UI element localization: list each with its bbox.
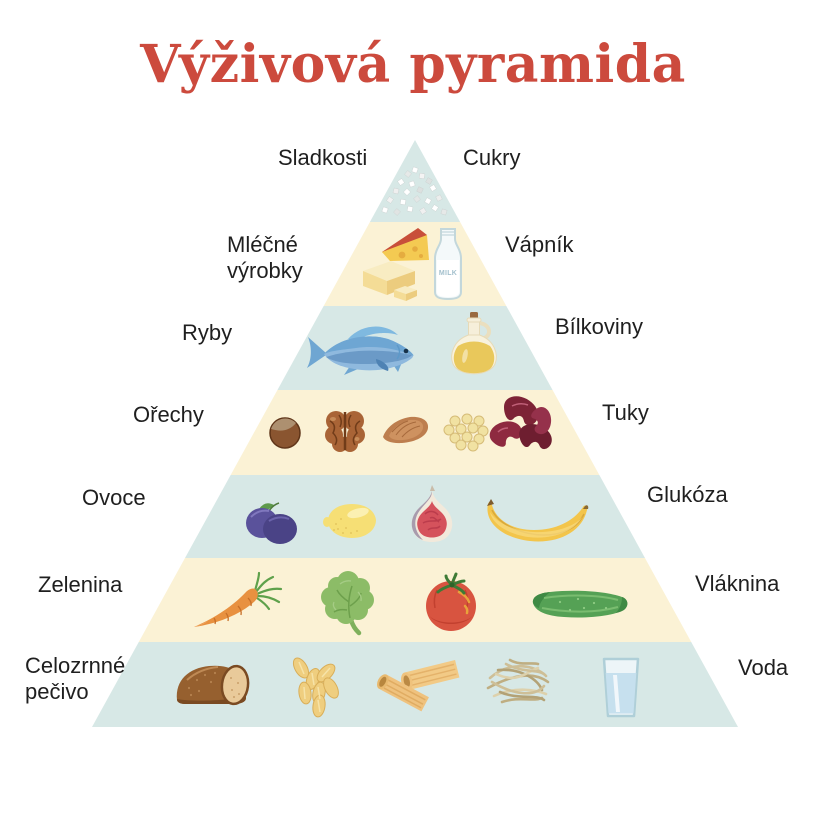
tier-3-left-label: Ryby [182,320,233,345]
cucumber-icon [532,590,628,618]
tier-6-right-label: Vláknina [695,571,780,596]
hazelnut-icon [269,417,301,449]
tier-4-left-label: Ořechy [133,402,204,427]
tier-3-right-label: Bílkoviny [555,314,644,339]
water-glass-icon [602,657,640,718]
kale-leaf-icon [321,571,374,636]
pine-nuts-icon [443,413,489,452]
tier-6-left-label: Zelenina [38,572,123,597]
fig-icon [411,485,453,542]
kidney-beans-icon [489,396,552,450]
tier-1-left-label: Sladkosti [278,145,368,170]
tier-2-right-label: Vápník [505,232,574,257]
tier-7-right-label: Voda [738,655,789,680]
oil-carafe-icon [451,312,497,375]
tier-5-left-label: Ovoce [82,485,146,510]
carrot-icon [194,571,283,627]
lemon-icon [323,504,376,538]
tier-7-left-label: Celozrnné pečivo [25,653,126,704]
fish-icon [307,326,421,375]
cheese-icon [382,228,429,261]
tier-1-band [92,140,738,222]
almond-icon [383,416,429,444]
tier-1-right-label: Cukry [463,145,521,170]
oat-flakes-icon [292,657,339,718]
noodles-icon [486,658,550,704]
page-title: Výživová pyramida [140,34,686,95]
tomato-icon [426,572,476,631]
tier-6-band [92,558,738,642]
penne-pasta-icon [377,659,460,712]
tier-4-right-label: Tuky [602,400,649,425]
tier-2-left-label: Mléčné výrobky [227,232,303,283]
plums-icon [246,502,297,544]
sugar-crystals-icon [381,166,448,216]
walnut-icon [325,411,365,452]
milk-label: MILK [439,270,457,277]
butter-icon [363,261,417,301]
tier-5-right-label: Glukóza [647,482,728,507]
tier-3-band [92,306,738,390]
bread-loaf-icon [176,664,250,706]
banana-icon [487,499,589,542]
milk-bottle-icon: MILK [434,228,462,301]
